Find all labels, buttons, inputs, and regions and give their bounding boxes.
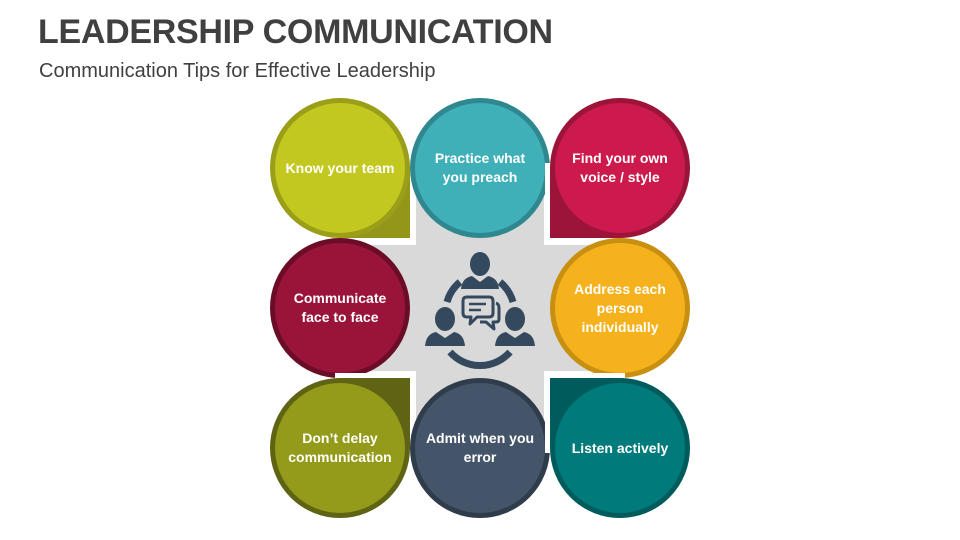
tip-circle: Don’t delay communication: [270, 378, 410, 518]
tip-label: Listen actively: [571, 439, 669, 456]
tip-label: Address each person individually: [574, 280, 666, 335]
tip-label: Admit when you error: [425, 430, 535, 465]
tip-circle: Listen actively: [550, 378, 690, 518]
tip-label: Communicate face to face: [293, 290, 387, 325]
tip-circle: Admit when you error: [410, 378, 550, 518]
tip-listen-actively: Listen actively: [545, 373, 690, 518]
tip-admit-when-you-error: Admit when you error: [410, 378, 550, 518]
team-communication-icon: [425, 252, 535, 369]
tip-circle: Communicate face to face: [270, 238, 410, 378]
tip-know-your-team: Know your team: [270, 98, 415, 243]
tip-communicate-face-to-face: Communicate face to face: [270, 238, 410, 378]
tip-circle: Know your team: [270, 98, 410, 238]
page-subtitle: Communication Tips for Effective Leaders…: [39, 60, 436, 82]
tip-find-your-own-voice: Find your own voice / style: [545, 98, 690, 243]
tip-label: Know your team: [285, 159, 395, 176]
page-title: LEADERSHIP COMMUNICATION: [38, 13, 553, 51]
tip-address-each-person: Address each person individually: [550, 238, 690, 378]
tip-label: Don’t delay communication: [288, 430, 392, 465]
tip-practice-what-you-preach: Practice what you preach: [410, 98, 550, 238]
tip-circle: Find your own voice / style: [550, 98, 690, 238]
tip-label: Practice what you preach: [434, 150, 526, 185]
tip-circle: Practice what you preach: [410, 98, 550, 238]
tip-label: Find your own voice / style: [572, 150, 668, 185]
tip-dont-delay-communication: Don’t delay communication: [270, 373, 415, 518]
tip-circle: Address each person individually: [550, 238, 690, 378]
